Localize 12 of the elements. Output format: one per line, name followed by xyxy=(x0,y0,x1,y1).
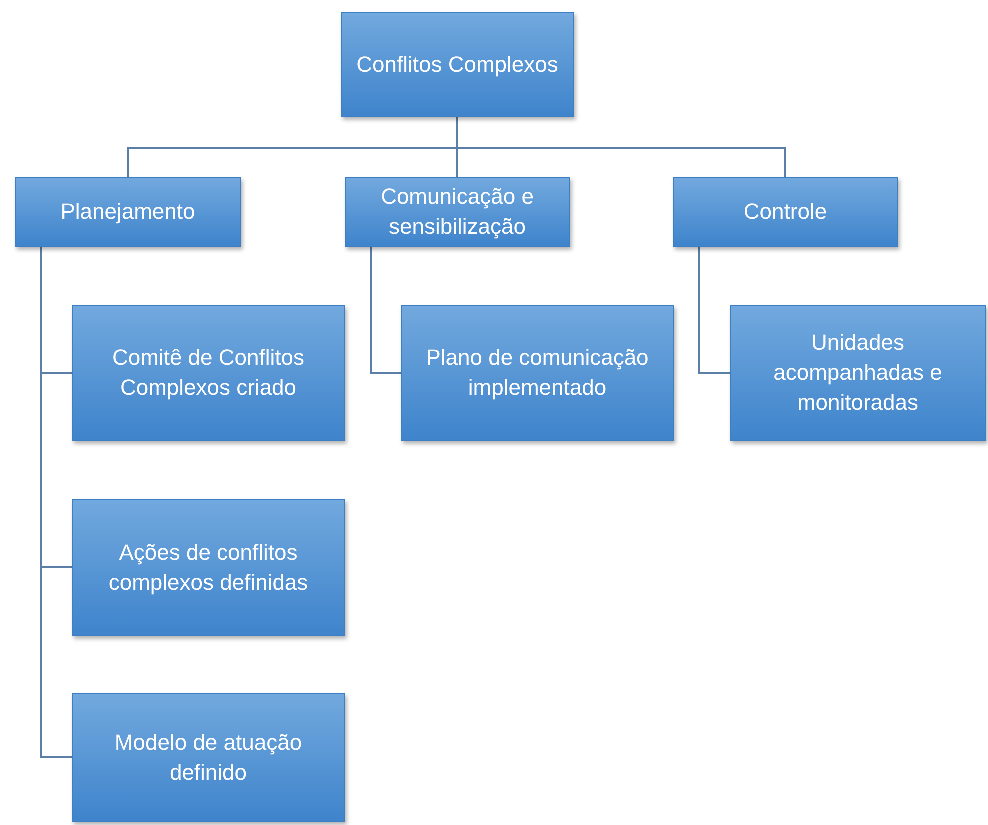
process-box: Comunicação e sensibilização xyxy=(345,177,570,247)
connector-line xyxy=(698,247,730,374)
process-box: Ações de conflitos complexos definidas xyxy=(72,499,345,636)
process-box: Comitê de Conflitos Complexos criado xyxy=(72,305,345,441)
process-box: Conflitos Complexos xyxy=(341,12,574,117)
process-box: Modelo de atuação definido xyxy=(72,693,345,822)
process-box: Controle xyxy=(673,177,898,247)
connector-line xyxy=(370,247,401,374)
connector-line xyxy=(456,117,786,177)
process-box: Plano de comunicação implementado xyxy=(401,305,674,441)
process-box: Planejamento xyxy=(15,177,241,247)
process-box: Unidades acompanhadas e monitoradas xyxy=(730,305,986,441)
